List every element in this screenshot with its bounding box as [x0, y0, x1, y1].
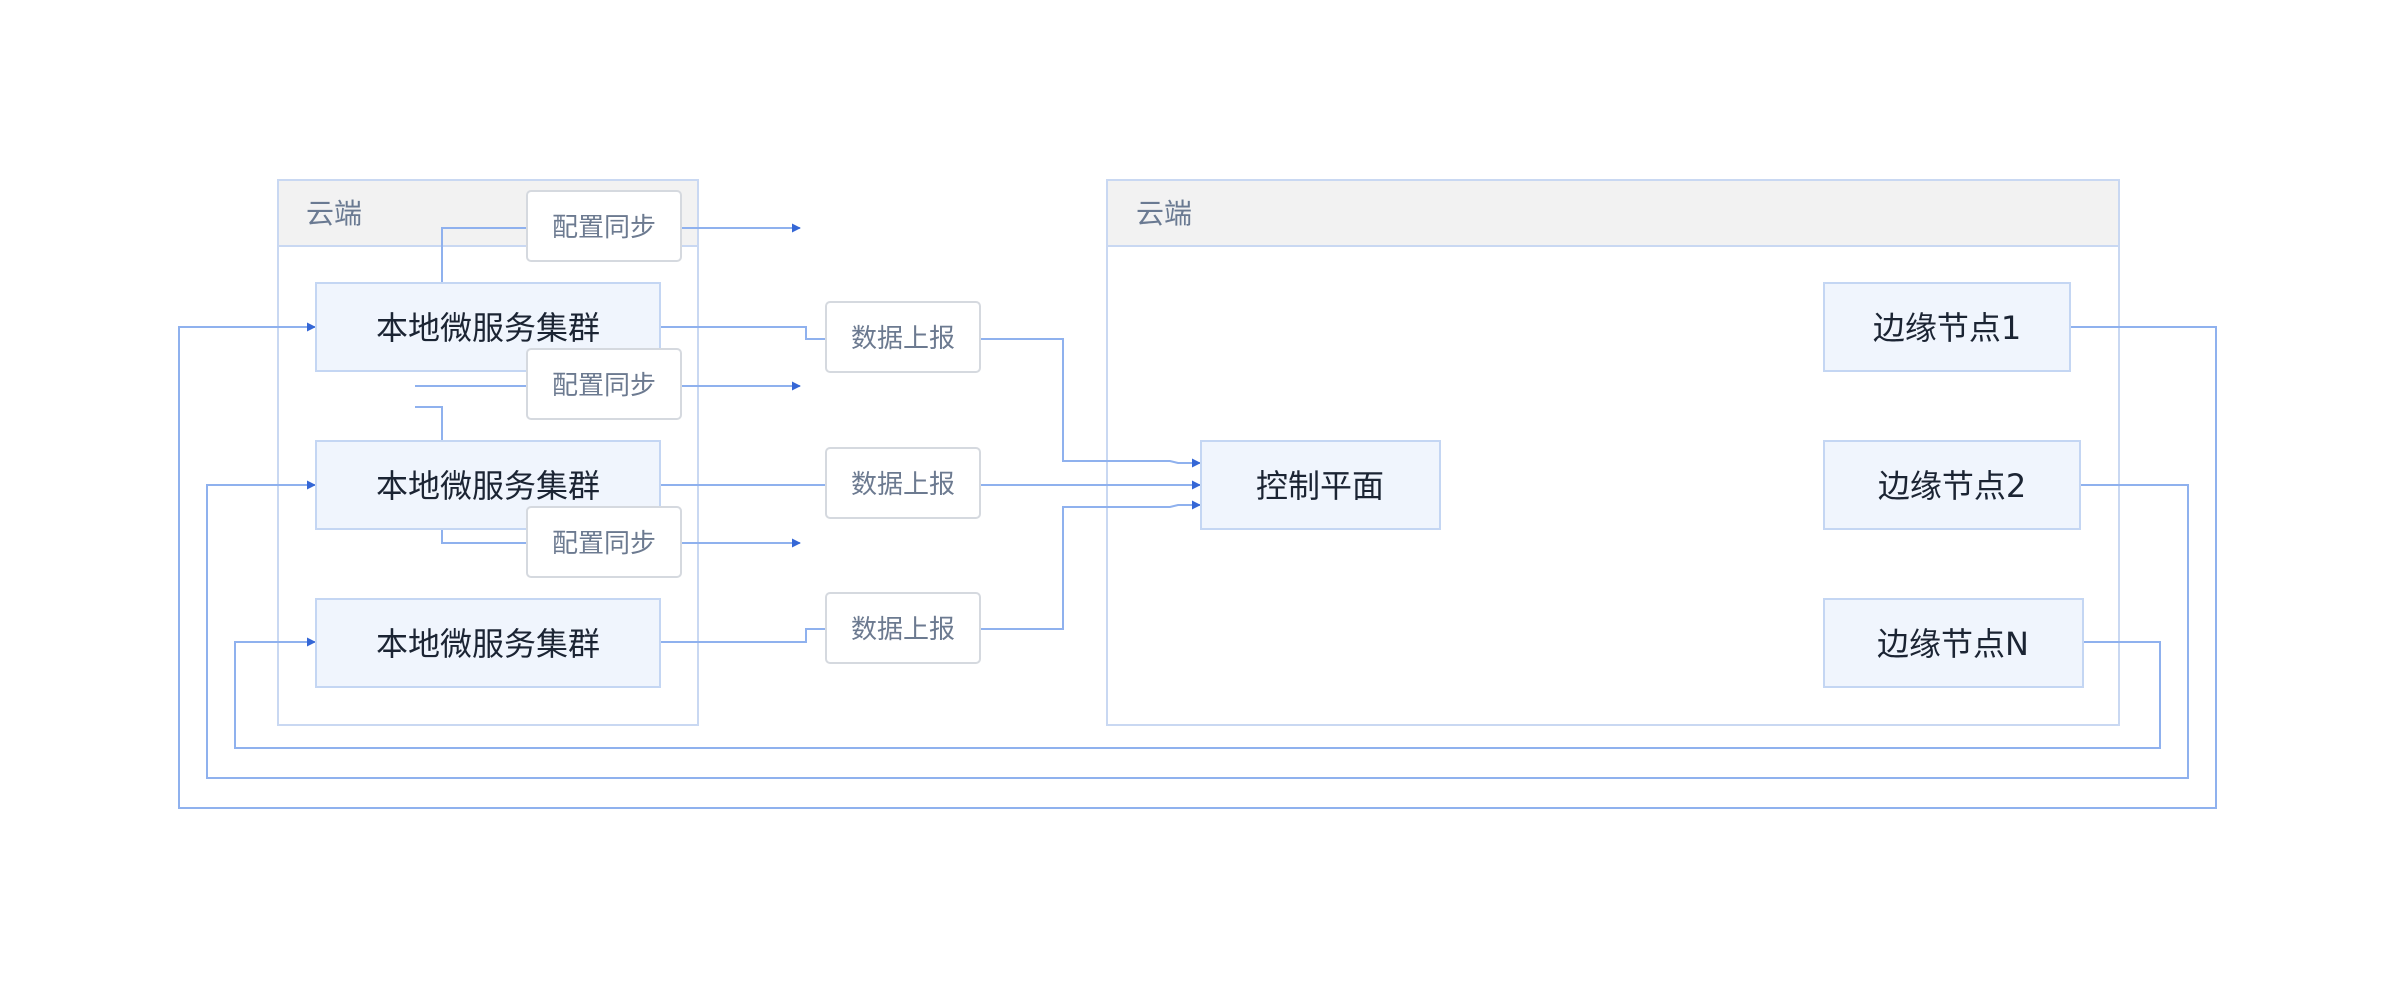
- data-report-edge-3: [660, 500, 1201, 643]
- svg-text:数据上报: 数据上报: [851, 615, 955, 645]
- svg-text:数据上报: 数据上报: [851, 470, 955, 500]
- node-control-plane[interactable]: 控制平面: [1200, 440, 1441, 530]
- data-report-label-2: 数据上报: [825, 447, 981, 519]
- right-group-header: [1106, 179, 2120, 247]
- node-edge-n[interactable]: 边缘节点N: [1823, 598, 2084, 688]
- data-report-label-3: 数据上报: [825, 592, 981, 664]
- node-cluster-3-label: 本地微服务集群: [376, 625, 600, 663]
- node-edge-1-label: 边缘节点1: [1873, 309, 2021, 347]
- config-sync-label-1: 配置同步: [526, 190, 682, 262]
- config-sync-label-3: 配置同步: [526, 506, 682, 578]
- node-control-plane-label: 控制平面: [1256, 467, 1384, 505]
- return-edge-1: [178, 322, 2217, 809]
- node-cluster-3[interactable]: 本地微服务集群: [315, 598, 661, 688]
- node-edge-1[interactable]: 边缘节点1: [1823, 282, 2071, 372]
- svg-text:配置同步: 配置同步: [552, 529, 656, 559]
- node-edge-n-label: 边缘节点N: [1877, 625, 2029, 663]
- node-edge-2[interactable]: 边缘节点2: [1823, 440, 2081, 530]
- edge-node-return-edges: [178, 322, 2217, 809]
- svg-text:配置同步: 配置同步: [552, 371, 656, 401]
- node-edge-2-label: 边缘节点2: [1878, 467, 2026, 505]
- data-report-label-1: 数据上报: [825, 301, 981, 373]
- config-sync-label-2: 配置同步: [526, 348, 682, 420]
- node-cluster-2-label: 本地微服务集群: [376, 467, 600, 505]
- return-edge-3: [234, 637, 2161, 749]
- svg-text:配置同步: 配置同步: [552, 213, 656, 243]
- right-group-title: 云端: [1136, 197, 1192, 230]
- data-report-edge-1: [660, 326, 1201, 468]
- node-cluster-1-label: 本地微服务集群: [376, 309, 600, 347]
- left-group-title: 云端: [306, 197, 362, 230]
- return-edge-2: [206, 480, 2189, 779]
- svg-text:数据上报: 数据上报: [851, 324, 955, 354]
